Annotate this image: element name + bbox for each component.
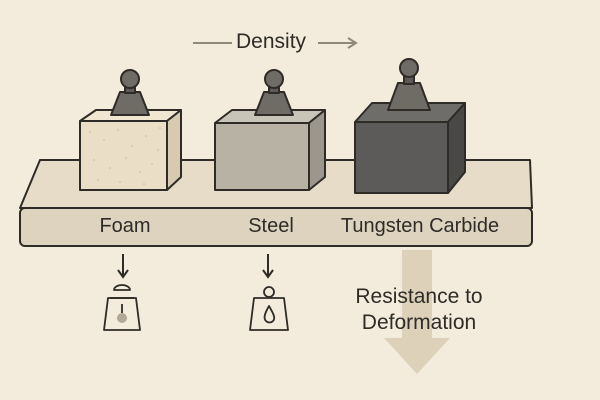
steel-label: Steel (248, 215, 294, 237)
foam-down-arrow (117, 254, 129, 279)
resistance-label-line1: Resistance to (355, 285, 483, 308)
scale-weight-icon (103, 284, 141, 331)
steel-cube (214, 109, 326, 191)
foam-label: Foam (99, 215, 151, 237)
tungsten-carbide-cube (354, 102, 466, 194)
foam-texture (89, 127, 161, 185)
steel-weight (254, 69, 294, 116)
resistance-arrow (384, 250, 450, 374)
density-label: Density (236, 30, 307, 53)
density-arrow (193, 37, 358, 49)
scale-weight-icon (249, 286, 289, 331)
resistance-label-line2: Deformation (361, 311, 477, 334)
resistance-label: Resistance to Deformation (344, 284, 494, 336)
foam-weight (110, 69, 150, 116)
tungsten-carbide-weight (387, 58, 431, 111)
foam-cube (79, 109, 182, 191)
steel-down-arrow (262, 254, 274, 279)
tungsten-carbide-label: Tungsten Carbide (340, 215, 500, 237)
